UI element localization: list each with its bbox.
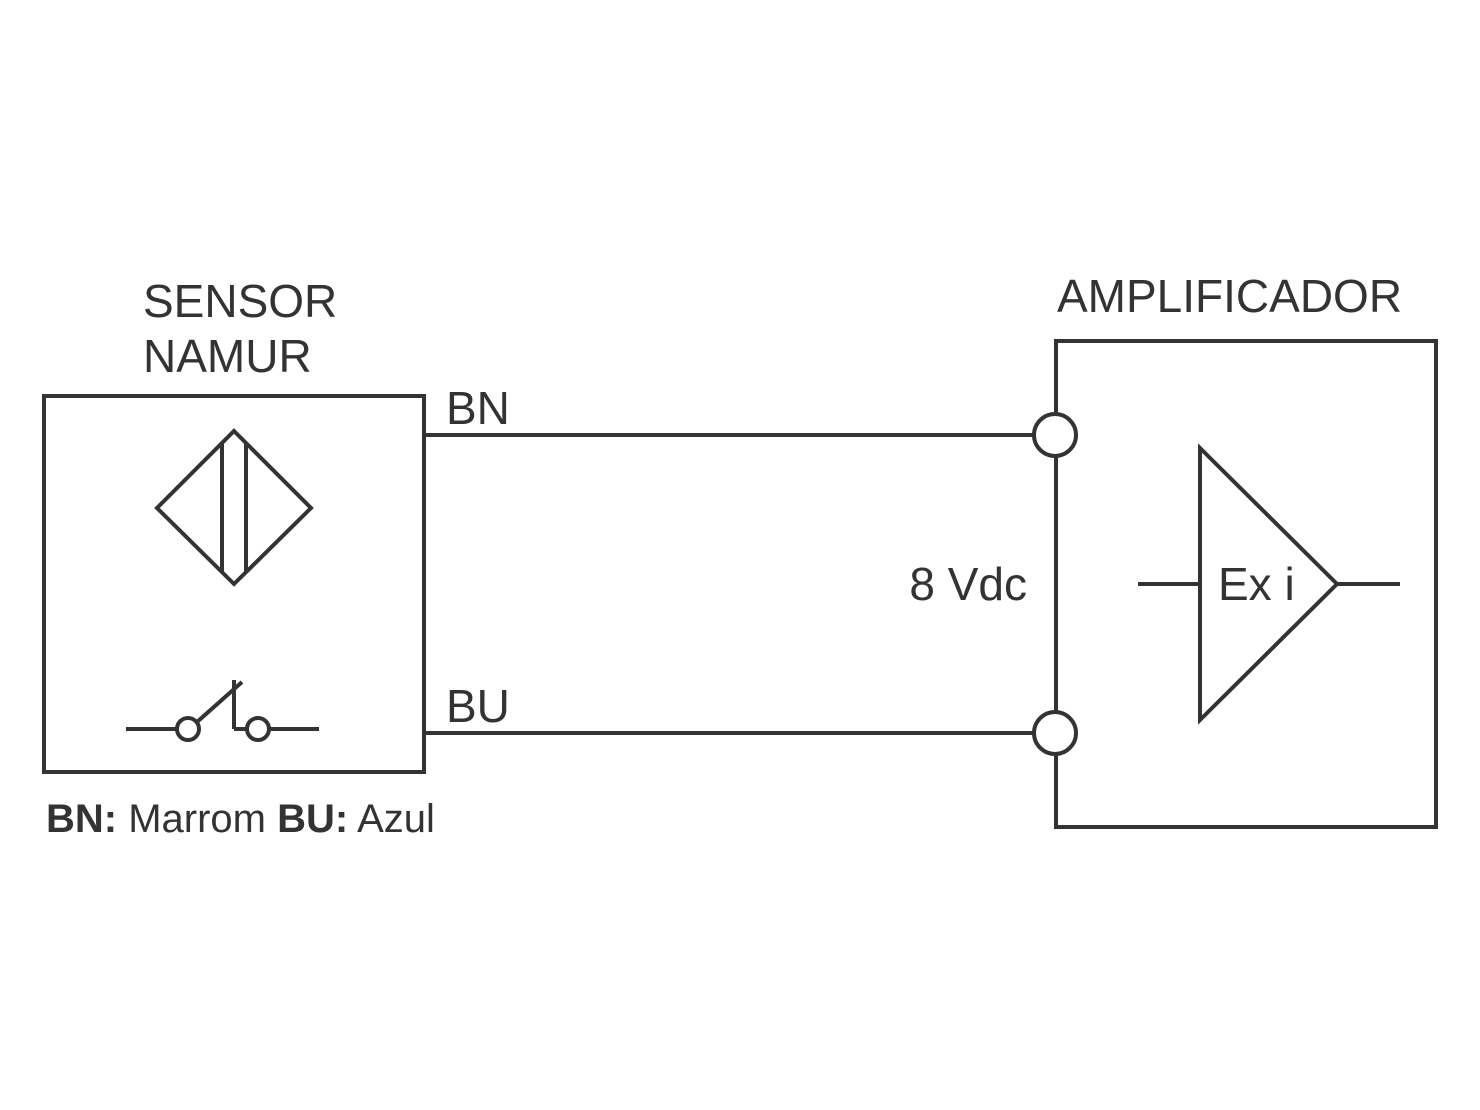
sensor-title-line2: NAMUR [143,330,312,382]
switch-contact-icon [126,680,319,742]
legend-bu-value: Azul [348,797,435,841]
bu-terminal [1032,710,1078,756]
bu-wire-label: BU [446,680,510,732]
legend-bn-key: BN: [46,797,117,841]
voltage-label: 8 Vdc [909,558,1027,610]
amplifier-symbol-label: Ex i [1218,558,1295,610]
sensor-box [42,394,426,774]
wire-color-legend: BN: Marrom BU: Azul [46,797,435,841]
amplifier-title: AMPLIFICADOR [1057,270,1402,322]
legend-bu-key: BU: [277,797,348,841]
bn-wire-label: BN [446,382,510,434]
inductive-sensor-icon [154,428,314,587]
legend-bn-value: Marrom [117,797,277,841]
amplifier-triangle-icon [1138,443,1400,725]
sensor-title-line1: SENSOR [143,275,337,327]
amplifier-box [1054,339,1438,829]
bn-terminal [1032,412,1078,458]
